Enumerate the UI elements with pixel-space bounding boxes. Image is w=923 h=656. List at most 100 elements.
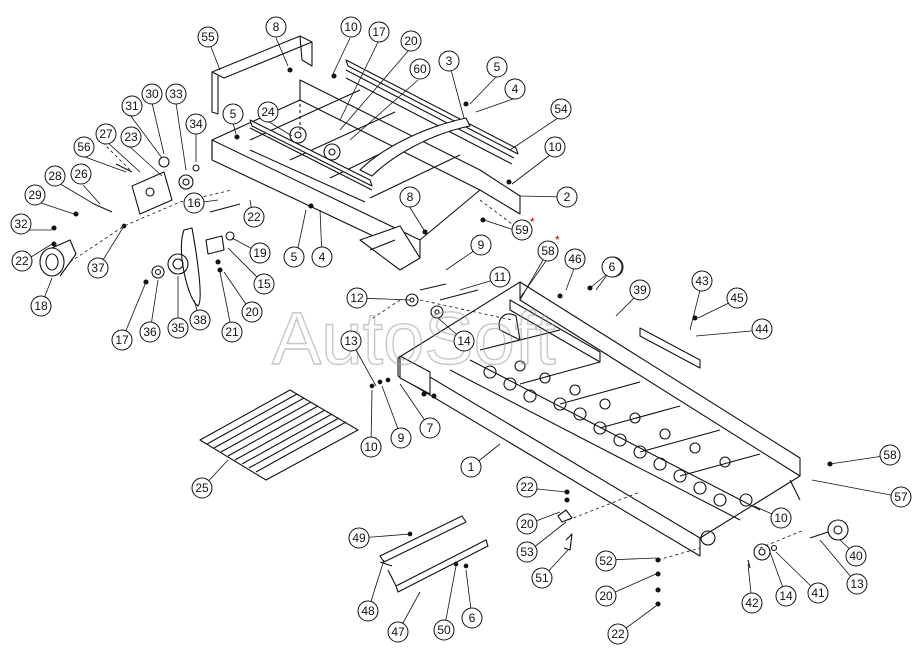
callout-bubble	[846, 573, 868, 595]
callout-number: 9	[398, 431, 405, 445]
callout-bubble	[470, 234, 492, 256]
callout-bubble	[73, 136, 95, 158]
callout-bubble	[357, 600, 379, 622]
callout-19: 19	[249, 242, 271, 264]
callout-bubble	[340, 330, 362, 352]
callout-number: 17	[115, 333, 129, 347]
callout-57: 57	[890, 486, 912, 508]
callout-bubble	[191, 477, 213, 499]
callout-bubble	[243, 206, 265, 228]
callout-number: 38	[193, 313, 207, 327]
callout-bubble	[726, 287, 748, 309]
callout-59: 59	[511, 219, 533, 241]
callout-number: 5	[494, 60, 501, 74]
callout-bubble	[770, 507, 792, 529]
callout-bubble	[516, 541, 538, 563]
callout-bubble	[419, 417, 441, 439]
callout-bubble	[189, 309, 211, 331]
callout-4: 4	[311, 246, 333, 268]
callout-bubble	[165, 83, 187, 105]
callout-bubble	[387, 621, 409, 643]
callout-bubble	[44, 165, 66, 187]
callout-number: 55	[201, 30, 215, 44]
callout-34: 34	[185, 113, 207, 135]
callout-number: 39	[633, 283, 647, 297]
middle-shafts	[405, 283, 479, 319]
callout-bubble	[340, 16, 362, 38]
callout-20: 20	[595, 585, 617, 607]
callout-number: 18	[34, 299, 48, 313]
callout-bubble	[249, 242, 271, 264]
callout-53: 53	[516, 541, 538, 563]
callout-number: 45	[730, 291, 744, 305]
callout-number: 21	[225, 325, 239, 339]
callout-number: 13	[850, 577, 864, 591]
callout-bubble	[257, 101, 279, 123]
callout-bubble	[550, 98, 572, 120]
sprocket-set-right	[747, 519, 849, 569]
callout-bubble	[607, 623, 629, 645]
callout-number: 14	[457, 334, 471, 348]
callout-bubble	[30, 295, 52, 317]
callout-37: 37	[87, 257, 109, 279]
callout-number: 30	[145, 87, 159, 101]
callout-bubble	[120, 126, 142, 148]
callout-2: 2	[556, 186, 578, 208]
callout-38: 38	[189, 309, 211, 331]
callout-bubble	[95, 123, 117, 145]
callout-20: 20	[516, 513, 538, 535]
callout-43: 43	[691, 270, 713, 292]
callout-52: 52	[595, 550, 617, 572]
callout-21: 21	[221, 321, 243, 343]
callout-bubble	[741, 592, 763, 614]
callout-number: 20	[404, 34, 418, 48]
callout-number: 4	[512, 82, 519, 96]
callout-bubble	[516, 476, 538, 498]
callout-number: 12	[350, 291, 364, 305]
callout-bubble	[241, 301, 263, 323]
callout-22: 22	[516, 476, 538, 498]
callout-bubble	[311, 246, 333, 268]
callout-48: 48	[357, 600, 379, 622]
callout-number: 24	[261, 105, 275, 119]
callout-bubble	[516, 513, 538, 535]
callout-27: 27	[95, 123, 117, 145]
callout-10: 10	[360, 436, 382, 458]
callout-number: 34	[189, 117, 203, 131]
callout-number: 60	[413, 62, 427, 76]
callout-bubble	[87, 257, 109, 279]
callout-bubble	[360, 436, 382, 458]
callout-bubble	[222, 103, 244, 125]
callout-bubble	[438, 50, 460, 72]
callout-number: 20	[599, 589, 613, 603]
callout-bubble	[486, 56, 508, 78]
callout-28: 28	[44, 165, 66, 187]
callout-18: 18	[30, 295, 52, 317]
callout-number: 31	[125, 99, 139, 113]
grid-panel	[199, 389, 359, 481]
callout-25: 25	[191, 477, 213, 499]
callout-number: 42	[745, 596, 759, 610]
callout-45: 45	[726, 287, 748, 309]
callout-bubble	[537, 240, 559, 262]
callout-number: 57	[894, 490, 908, 504]
callout-number: 23	[124, 130, 138, 144]
callout-bubble	[139, 321, 161, 343]
callout-22: 22	[607, 623, 629, 645]
callout-number: 13	[344, 334, 358, 348]
callout-bubble	[511, 219, 533, 241]
callout-number: 50	[437, 623, 451, 637]
assembly-lines	[69, 139, 805, 561]
callout-49: 49	[348, 527, 370, 549]
callout-31: 31	[121, 95, 143, 117]
callout-bubble	[807, 582, 829, 604]
callout-56: 56	[73, 136, 95, 158]
callout-number: 33	[169, 87, 183, 101]
callout-9: 9	[470, 234, 492, 256]
callout-number: 10	[344, 20, 358, 34]
callout-4: 4	[504, 78, 526, 100]
callout-number: 22	[247, 210, 261, 224]
callout-number: 22	[15, 254, 29, 268]
callout-number: 47	[391, 625, 405, 639]
